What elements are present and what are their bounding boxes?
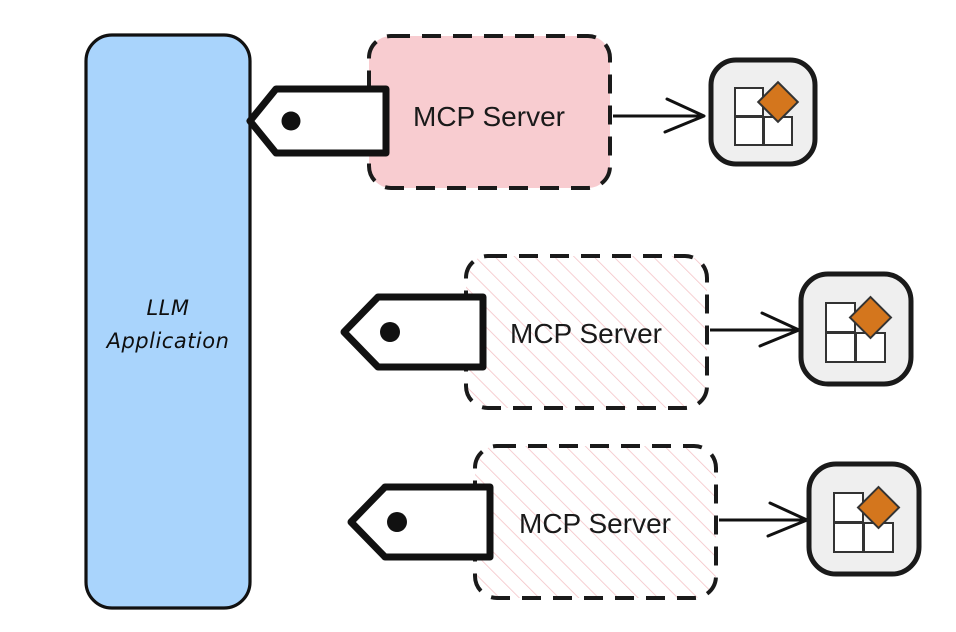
tool-icon-2-square-bl	[825, 332, 856, 363]
connector-1[interactable]	[246, 85, 390, 157]
tool-icon-2[interactable]	[798, 271, 914, 387]
tool-icon-1-diamond-icon	[756, 80, 800, 124]
tool-icon-1[interactable]	[708, 57, 818, 167]
llm-application-label-line1: LLM	[146, 296, 189, 320]
mcp-server-2[interactable]: MCP Server	[464, 254, 709, 410]
llm-application-box[interactable]: LLM Application	[84, 33, 252, 610]
tool-icon-3[interactable]	[806, 461, 922, 577]
connector-3-tag-icon	[347, 483, 494, 561]
connector-1-dot-icon	[281, 111, 301, 131]
connector-2-tag-icon	[340, 293, 487, 371]
connector-2-dot-icon	[380, 322, 400, 342]
llm-application-shape	[84, 33, 252, 610]
mcp-server-3-label: MCP Server	[519, 508, 671, 539]
connector-3-dot-icon	[387, 512, 407, 532]
mcp-server-3[interactable]: MCP Server	[473, 444, 718, 600]
connector-2[interactable]	[340, 293, 487, 371]
arrow-server-1-to-tool-1	[613, 97, 706, 134]
arrow-server-3-to-tool-3	[719, 501, 809, 538]
tool-icon-3-square-bl	[833, 522, 864, 553]
arrow-1-head-icon	[663, 97, 706, 134]
tool-icon-1-square-bl	[734, 116, 764, 146]
connector-1-tag-icon	[246, 85, 390, 157]
tool-icon-3-diamond-icon	[856, 485, 901, 530]
mcp-server-1-label: MCP Server	[413, 101, 565, 132]
mcp-server-2-label: MCP Server	[510, 318, 662, 349]
mcp-server-1[interactable]: MCP Server	[367, 34, 612, 190]
connector-3[interactable]	[347, 483, 494, 561]
arrow-server-2-to-tool-2	[710, 311, 801, 348]
llm-application-label-line2: Application	[105, 329, 230, 353]
tool-icon-2-diamond-icon	[848, 295, 893, 340]
